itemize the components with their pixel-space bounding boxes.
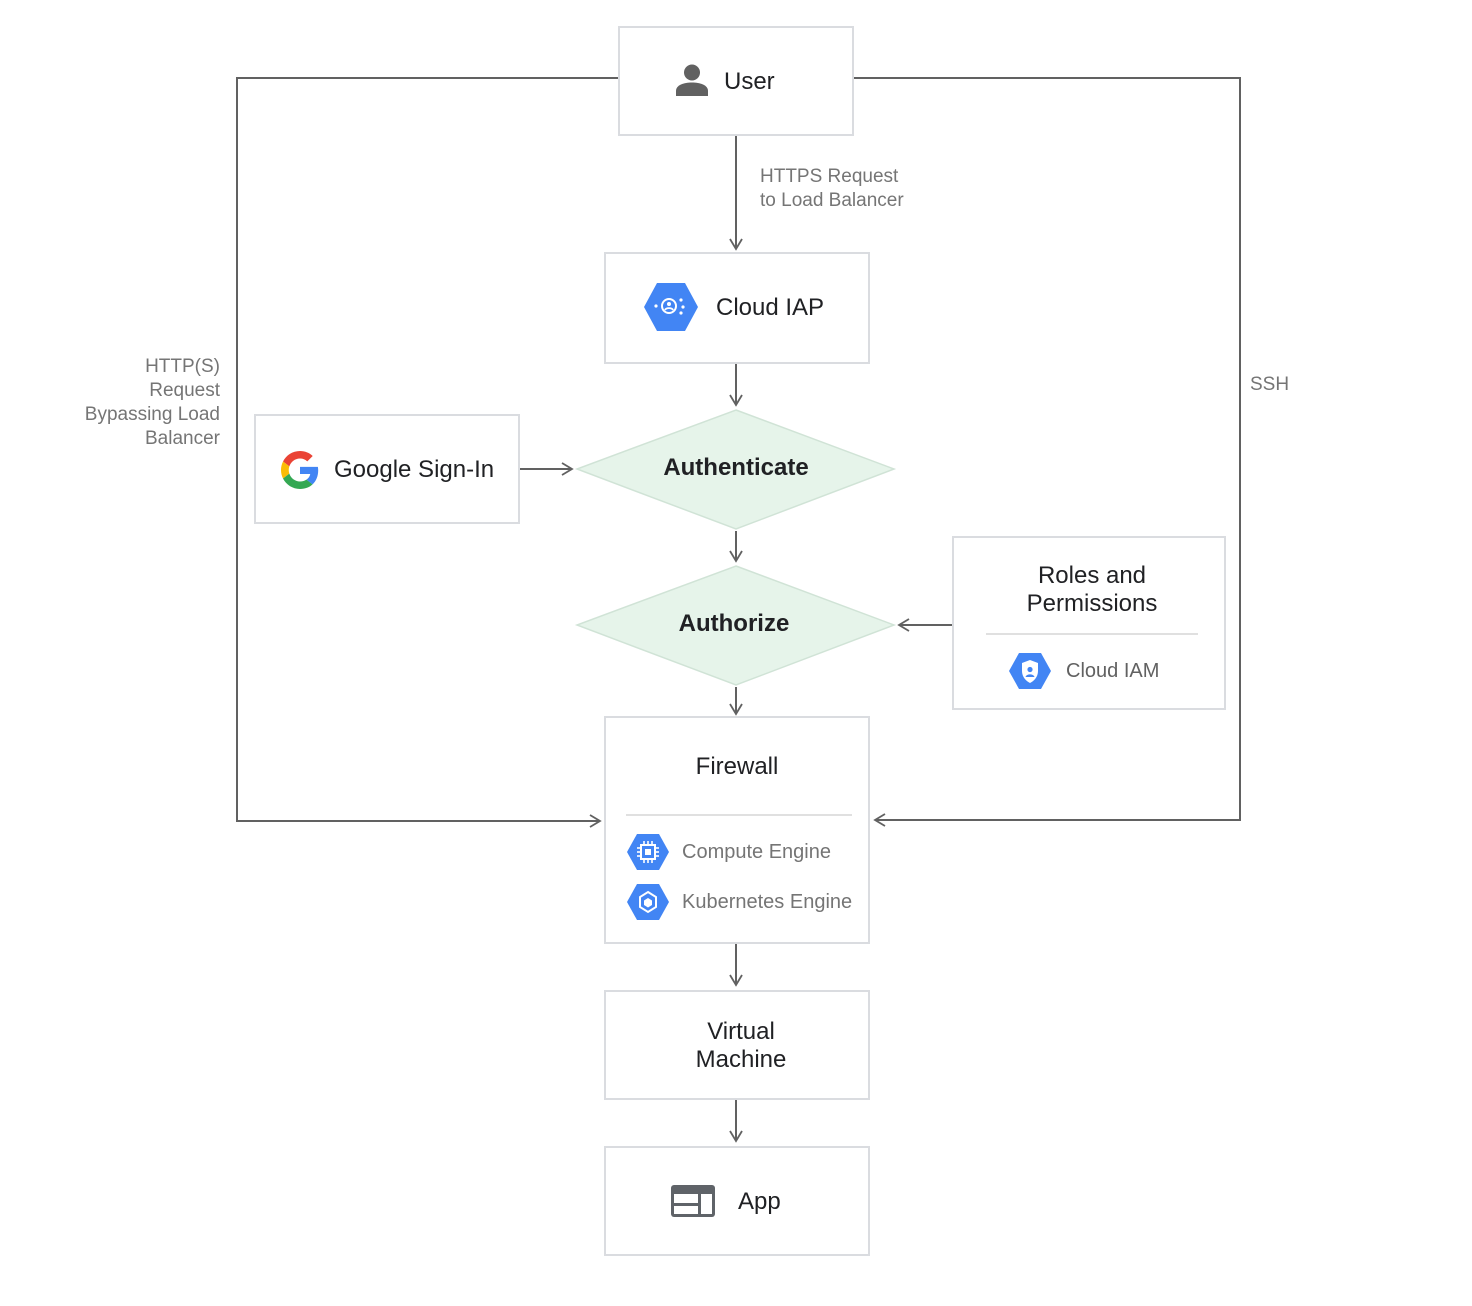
app-node (604, 1146, 870, 1256)
compute-engine-label: Compute Engine (682, 841, 831, 863)
ssh-label: SSH (1250, 374, 1290, 395)
firewall-node (604, 716, 870, 944)
authorize-diamond (574, 565, 897, 686)
firewall-divider (626, 814, 852, 816)
app-label: App (738, 1188, 781, 1215)
person-icon (676, 64, 708, 96)
authenticate-diamond (574, 409, 897, 530)
cloud-iap-icon (644, 283, 698, 331)
google-g-icon (281, 451, 319, 489)
edge-ssh (854, 77, 1241, 827)
compute-engine-icon (627, 834, 669, 870)
google-signin-label: Google Sign-In (334, 456, 495, 483)
roles-divider (986, 633, 1198, 635)
user-label: User (724, 68, 775, 95)
roles-permissions-node (952, 536, 1226, 710)
cloud-iam-label: Cloud IAM (1066, 660, 1160, 682)
cloud-iam-icon (1009, 653, 1051, 689)
user-node (618, 26, 854, 136)
kubernetes-engine-label: Kubernetes Engine (682, 891, 853, 913)
firewall-label: Firewall (695, 753, 779, 780)
kubernetes-engine-icon (627, 884, 669, 920)
roles-permissions-title: Roles and Permissions (1026, 562, 1158, 617)
bypass-load-balancer-label: HTTP(S) Request Bypassing Load Balancer (84, 356, 220, 449)
app-window-icon (671, 1185, 715, 1217)
cloud-iap-label: Cloud IAP (716, 294, 825, 321)
authorize-label: Authorize (678, 610, 790, 637)
edge-bypass-load-balancer (236, 77, 618, 828)
virtual-machine-label: Virtual Machine (695, 1018, 787, 1073)
https-request-label: HTTPS Request to Load Balancer (760, 166, 904, 211)
authenticate-label: Authenticate (663, 454, 809, 481)
virtual-machine-node (604, 990, 870, 1100)
google-signin-node (254, 414, 520, 524)
